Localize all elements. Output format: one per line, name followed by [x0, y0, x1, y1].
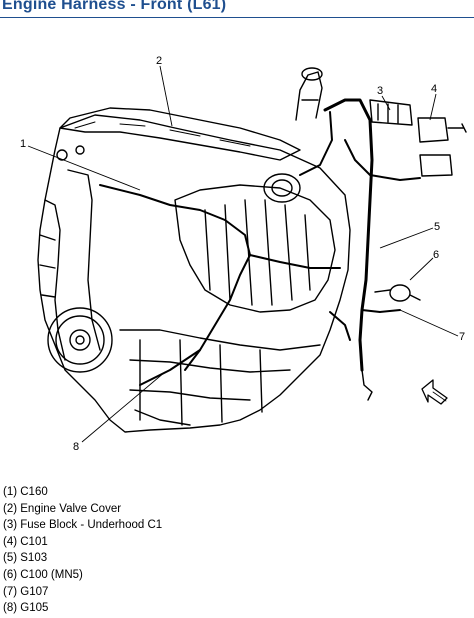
- legend-item: (3) Fuse Block - Underhood C1: [3, 519, 163, 532]
- legend-item: (5) S103: [3, 552, 48, 565]
- c101-connector: [417, 117, 449, 143]
- callout-5: 5: [434, 221, 440, 233]
- valve-cover: [59, 107, 301, 161]
- legend-item: (2) Engine Valve Cover: [3, 502, 122, 515]
- engine-diagram: 1 2 3 4 5 6 7 8: [20, 55, 467, 453]
- legend-item: (1) C160: [3, 486, 48, 498]
- callout-8: 8: [73, 441, 79, 453]
- front-direction-arrow: [421, 379, 448, 405]
- page-title: Engine Harness - Front (L61): [2, 0, 227, 13]
- oil-filler-neck: [295, 71, 323, 121]
- callout-6: 6: [433, 249, 439, 261]
- callout-3: 3: [377, 85, 383, 97]
- intake-manifold: [174, 184, 336, 313]
- title-rule: [0, 17, 474, 18]
- engine-block-outline: [37, 114, 351, 433]
- fuse-block-connector: [369, 99, 413, 126]
- callout-4: 4: [431, 83, 437, 95]
- legend-item: (4) C101: [3, 535, 48, 548]
- callout-1: 1: [20, 138, 26, 150]
- legend-item: (7) G107: [3, 585, 49, 598]
- callout-2: 2: [156, 55, 162, 67]
- crank-pulley: [47, 307, 113, 373]
- callout-7: 7: [459, 331, 465, 343]
- legend-item: (6) C100 (MN5): [3, 568, 83, 581]
- throttle-body: [263, 173, 301, 203]
- legend-item: (8) G105: [3, 602, 49, 615]
- harness-main: [323, 98, 374, 372]
- c100-connector: [389, 284, 411, 302]
- legend-list: (1) C160 (2) Engine Valve Cover (3) Fuse…: [3, 484, 162, 617]
